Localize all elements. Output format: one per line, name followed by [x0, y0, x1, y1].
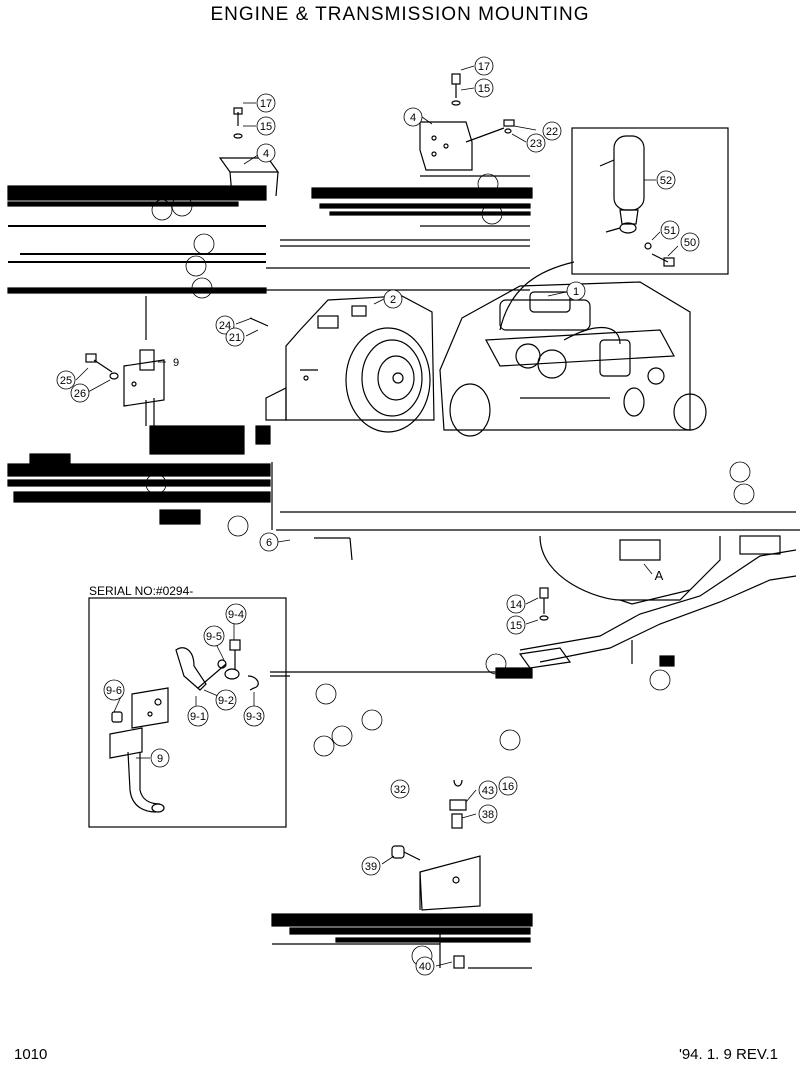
callout-9-5: 9-5: [203, 625, 225, 647]
callout-14: 14: [506, 594, 526, 614]
callout-9-2: 9-2: [215, 689, 237, 711]
svg-text:21: 21: [229, 332, 241, 344]
callout-6: 6: [259, 532, 279, 552]
bottom-mount-block: [391, 779, 481, 969]
svg-text:6: 6: [266, 537, 272, 549]
svg-text:17: 17: [478, 61, 490, 73]
callout-22: 22: [542, 121, 562, 141]
callout-17a: 17: [256, 93, 276, 113]
svg-text:16: 16: [502, 781, 514, 793]
svg-text:9-5: 9-5: [206, 631, 222, 643]
callout-9-1: 9-1: [187, 705, 209, 727]
page-number: 1010: [14, 1046, 48, 1063]
svg-text:51: 51: [664, 225, 676, 237]
transmission: [249, 295, 435, 433]
svg-text:9-4: 9-4: [228, 609, 244, 621]
callout-1: 1: [566, 281, 586, 301]
callout-9-3: 9-3: [243, 705, 265, 727]
svg-text:4: 4: [410, 112, 416, 124]
callout-40: 40: [415, 956, 435, 976]
svg-text:25: 25: [60, 375, 72, 387]
callout-9-inset: 9: [150, 748, 170, 768]
svg-text:50: 50: [684, 237, 696, 249]
svg-text:15: 15: [260, 121, 272, 133]
callout-16: 16: [498, 776, 518, 796]
svg-text:40: 40: [419, 961, 431, 973]
svg-text:9: 9: [157, 753, 163, 765]
callout-9-4: 9-4: [225, 603, 247, 625]
svg-text:22: 22: [546, 126, 558, 138]
callout-26: 26: [70, 383, 90, 403]
revision-date: '94. 1. 9 REV.1: [678, 1046, 778, 1063]
svg-text:14: 14: [510, 599, 522, 611]
svg-text:38: 38: [482, 809, 494, 821]
callout-15b: 15: [474, 78, 494, 98]
callout-15a: 15: [256, 116, 276, 136]
svg-text:15: 15: [510, 620, 522, 632]
callout-32: 32: [390, 779, 410, 799]
middle-mount-bracket: [419, 73, 515, 171]
bottom-frame-rails: [271, 913, 533, 969]
svg-text:32: 32: [394, 784, 406, 796]
svg-text:24: 24: [219, 320, 231, 332]
hose-line: [499, 261, 575, 331]
svg-text:26: 26: [74, 388, 86, 400]
svg-text:9-3: 9-3: [246, 711, 262, 723]
svg-text:52: 52: [660, 175, 672, 187]
svg-text:4: 4: [263, 148, 269, 160]
callout-15c: 15: [506, 615, 526, 635]
left-frame-rails: [7, 185, 530, 294]
callout-A: A: [655, 568, 664, 583]
callout-17b: 17: [474, 56, 494, 76]
left-bracket-9: [85, 296, 165, 426]
callout-2: 2: [383, 289, 403, 309]
callout-9: 9: [173, 357, 179, 369]
callout-50: 50: [680, 232, 700, 252]
chassis-member-right: [314, 535, 797, 679]
callout-21: 21: [225, 327, 245, 347]
svg-text:23: 23: [530, 138, 542, 150]
svg-text:9-1: 9-1: [190, 711, 206, 723]
page-title: ENGINE & TRANSMISSION MOUNTING: [210, 4, 590, 25]
callout-9-6: 9-6: [103, 679, 125, 701]
serial-inset: [88, 597, 287, 828]
svg-text:A: A: [655, 568, 664, 583]
damper-inset: [571, 127, 729, 275]
callout-25: 25: [56, 370, 76, 390]
svg-text:9-2: 9-2: [218, 695, 234, 707]
callout-38: 38: [478, 804, 498, 824]
left-mount-bracket: [218, 107, 280, 197]
lower-frame: [7, 425, 800, 531]
svg-text:39: 39: [365, 861, 377, 873]
callout-51: 51: [660, 220, 680, 240]
svg-text:15: 15: [478, 83, 490, 95]
engine: [439, 281, 707, 437]
callout-4a: 4: [256, 143, 276, 163]
svg-text:43: 43: [482, 785, 494, 797]
callout-4b: 4: [403, 107, 423, 127]
svg-text:1: 1: [573, 286, 579, 298]
callout-23: 23: [526, 133, 546, 153]
scan-artifact-circles: [145, 173, 755, 967]
bolt-14-15: [539, 587, 549, 621]
callout-39: 39: [361, 856, 381, 876]
svg-text:9: 9: [173, 357, 179, 369]
callouts: 17 15 4 17 15 4 22 23 52 51 50 2 1 24 21…: [56, 56, 700, 976]
svg-text:2: 2: [390, 294, 396, 306]
callout-43: 43: [478, 780, 498, 800]
middle-frame-rails: [311, 175, 533, 227]
svg-text:17: 17: [260, 98, 272, 110]
svg-text:9-6: 9-6: [106, 685, 122, 697]
callout-52: 52: [656, 170, 676, 190]
serial-number-label: SERIAL NO:#0294-: [89, 584, 194, 598]
